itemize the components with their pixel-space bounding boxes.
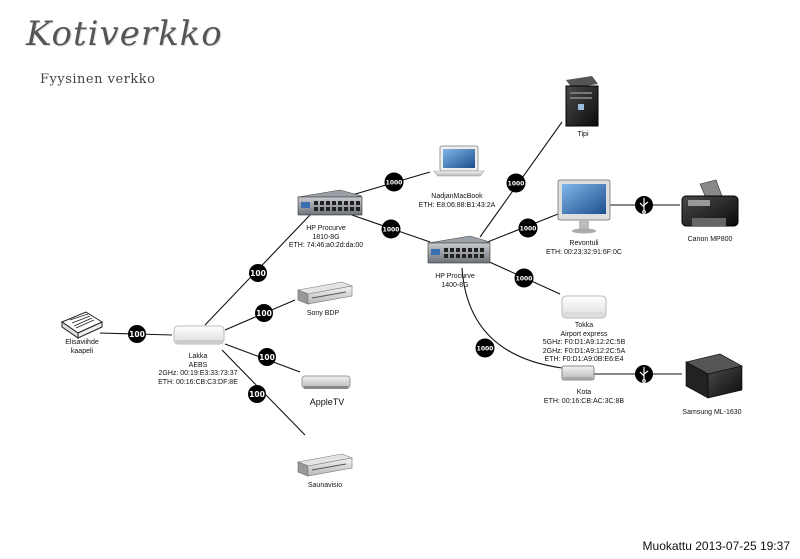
badge-lakka-saunavisio: 100: [248, 385, 266, 403]
label-line: kaapeli: [70, 347, 94, 355]
label-samsung: Samsung ML-1630: [682, 409, 741, 418]
label-line: Samsung ML-1630: [682, 409, 742, 416]
media-player-icon: [561, 365, 595, 381]
page-title: Kotiverkko: [26, 14, 223, 54]
network-switch-icon: [297, 189, 363, 216]
label-sony: Sony BDP: [307, 310, 339, 319]
imac-icon: [557, 179, 611, 234]
label-saunavisio: Saunavisio: [308, 482, 342, 491]
tower-server-icon: [565, 76, 599, 127]
inkjet-printer-icon: [681, 179, 739, 227]
svg-text:100: 100: [256, 309, 272, 318]
label-line: AEBS: [188, 361, 208, 369]
usb-badge-canon: [635, 196, 653, 214]
label-line: ETH: F0:D1:A9:0B:E6:E4: [544, 356, 624, 363]
modified-timestamp: Muokattu 2013-07-25 19:37: [642, 539, 790, 553]
svg-text:1000: 1000: [520, 226, 537, 233]
badge-lakka-appletv: 100: [258, 348, 276, 366]
svg-text:100: 100: [129, 330, 145, 339]
network-switch-icon: [427, 235, 491, 264]
label-line: Revontuli: [569, 240, 599, 247]
label-line: HP Procurve: [306, 225, 346, 232]
page-subtitle: Fyysinen verkko: [40, 72, 156, 87]
label-line: ETH: E8:06:88:B1:43:2A: [418, 201, 496, 209]
badge-hp1810-macbook: 1000: [384, 172, 404, 192]
label-line: ETH: 00:16:CB:C3:DF:8E: [158, 378, 238, 386]
label-appletv: AppleTV: [310, 397, 345, 408]
wireless-router-icon: [561, 295, 607, 319]
label-line: Sony BDP: [306, 310, 340, 317]
label-line: ETH: 74:46:a0:2d:da:00: [288, 242, 364, 249]
label-line: HP Procurve: [435, 273, 475, 280]
label-line: Kota: [576, 389, 592, 396]
badge-hp1400-tokka: 1000: [514, 268, 534, 288]
label-line: Saunavisio: [307, 482, 343, 489]
speed-badges: 100 100 100 100 100 1000 1000 1000 1000 …: [128, 172, 538, 403]
label-line: Elisaviihde: [65, 339, 99, 346]
media-player-icon: [296, 281, 354, 305]
media-player-icon: [296, 453, 354, 477]
media-player-icon: [301, 375, 351, 389]
label-line: ETH: 00:23:32:91:6F:0C: [546, 248, 622, 256]
svg-text:1000: 1000: [516, 276, 533, 283]
laser-printer-icon: [685, 353, 743, 399]
svg-text:100: 100: [259, 353, 275, 362]
label-line: 1400-8G: [441, 281, 469, 289]
svg-text:100: 100: [250, 269, 266, 278]
badge-hp1400-revontuli: 1000: [518, 218, 538, 238]
label-canon: Canon MP800: [688, 236, 733, 245]
label-line: ETH: 00:16:CB:AC:3C:8B: [543, 397, 625, 405]
badge-hp1810-hp1400: 1000: [381, 219, 401, 239]
label-line: 5GHz: F0:D1:A9:12:2C:5B: [542, 339, 626, 346]
wireless-router-icon: [173, 325, 225, 345]
badge-hp1400-tipi: 1000: [506, 173, 526, 193]
usb-icon: [639, 367, 649, 383]
laptop-icon: [433, 145, 485, 177]
svg-text:1000: 1000: [386, 180, 403, 187]
usb-badge-samsung: [635, 365, 653, 383]
badge-lakka-hp1810: 100: [249, 264, 267, 282]
badge-elisa-lakka: 100: [128, 325, 146, 343]
label-line: AppleTV: [309, 397, 345, 407]
svg-text:1000: 1000: [383, 227, 400, 234]
badge-lakka-sony: 100: [255, 304, 273, 322]
usb-icon: [639, 198, 649, 214]
label-tipi: Tipi: [577, 131, 588, 140]
badge-hp1400-kota: 1000: [475, 338, 495, 358]
label-line: Airport express: [560, 330, 608, 338]
ethernet-wall-socket-icon: [60, 311, 104, 339]
svg-text:100: 100: [249, 390, 265, 399]
label-line: Canon MP800: [687, 236, 733, 243]
label-line: 2GHz: F0:D1:A9:12:2C:5A: [542, 347, 626, 355]
label-line: Tipi: [577, 131, 589, 138]
label-line: Lakka: [188, 353, 208, 360]
label-line: 1810-8G: [312, 233, 340, 241]
svg-text:1000: 1000: [508, 181, 525, 188]
label-line: 2GHz: 00:19:E3:33:73:37: [158, 370, 238, 377]
link-hp1400-kota: [461, 267, 563, 369]
svg-text:1000: 1000: [477, 346, 494, 353]
label-line: Tokka: [574, 322, 594, 329]
label-line: NadjanMacBook: [431, 193, 483, 200]
